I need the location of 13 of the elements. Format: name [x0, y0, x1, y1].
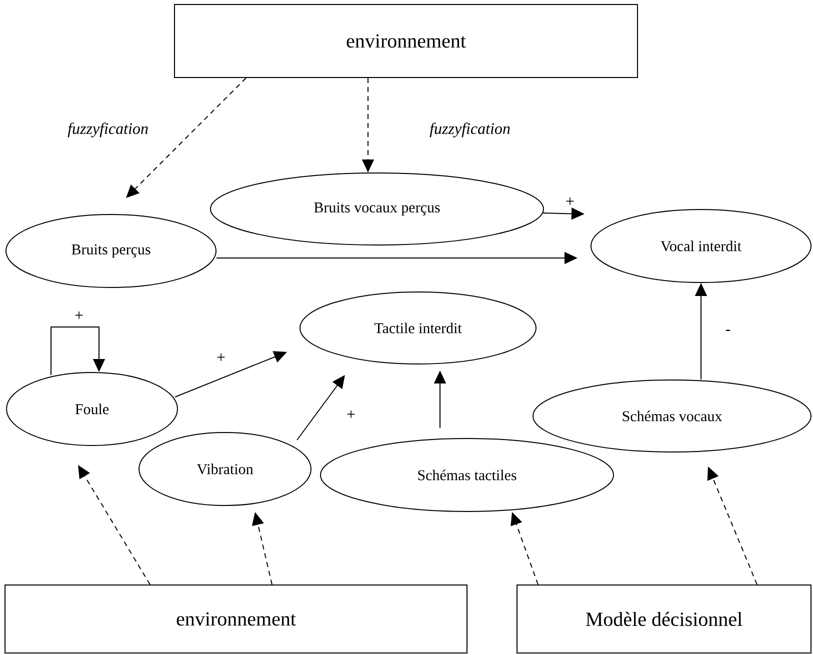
arrow [126, 78, 246, 198]
arrow [50, 326, 106, 376]
edge-label: + [216, 352, 227, 364]
text-box: environnement [174, 4, 638, 78]
edge-label: - [724, 328, 732, 336]
text-box: environnement [4, 584, 468, 654]
edge-label: fuzzyfication [428, 122, 512, 138]
edge-label: + [74, 310, 85, 322]
arrow [296, 375, 345, 440]
text-box: Modèle décisionnel [516, 584, 812, 654]
edge-label: + [564, 196, 576, 208]
edge-label: fuzzyfication [66, 122, 150, 138]
edge-label: + [346, 409, 357, 420]
